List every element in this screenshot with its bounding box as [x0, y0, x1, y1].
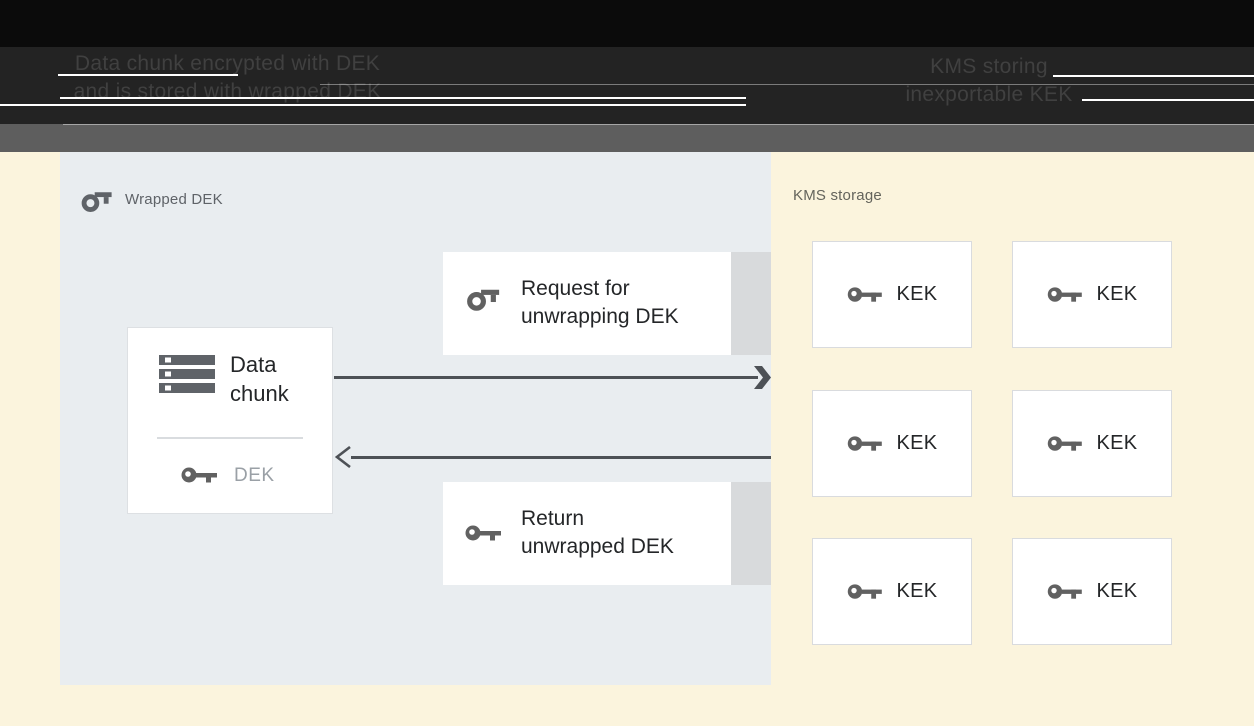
caption-kms: KMS storing inexportable KEK: [849, 53, 1129, 109]
kek-box: KEK: [812, 538, 972, 645]
request-arrow-line: [334, 376, 758, 379]
hairline: [60, 97, 746, 99]
data-chunk-divider: [157, 437, 303, 439]
key-solid-icon: [181, 467, 217, 483]
kek-label: KEK: [896, 283, 938, 305]
data-chunk-title-line2: chunk: [230, 381, 289, 406]
caption-data-chunk-line2: and is stored with wrapped DEK: [73, 80, 382, 103]
caption-kms-line1: KMS storing: [930, 55, 1048, 78]
key-solid-icon: [847, 436, 882, 451]
kek-label: KEK: [896, 580, 938, 602]
return-line1: Return: [521, 507, 585, 530]
wrapped-dek-header: Wrapped DEK: [80, 183, 223, 215]
return-box-shadow: [731, 482, 771, 585]
caption-data-chunk-line1: Data chunk encrypted with DEK: [74, 52, 381, 75]
hairline: [58, 74, 238, 76]
kek-label: KEK: [1096, 580, 1138, 602]
key-solid-icon: [847, 584, 882, 599]
hairline: [0, 104, 746, 106]
kek-box: KEK: [1012, 390, 1172, 497]
dek-label: DEK: [234, 465, 275, 486]
kms-storage-label: KMS storage: [793, 187, 882, 204]
return-unwrapped-text: Return unwrapped DEK: [521, 505, 674, 561]
key-solid-icon: [1047, 436, 1082, 451]
divider-band: [0, 124, 1254, 152]
return-unwrapped-box: Return unwrapped DEK: [443, 482, 731, 585]
data-chunk-title: Data chunk: [230, 350, 289, 408]
top-caption-band-upper: [0, 0, 1254, 47]
key-solid-icon: [465, 525, 501, 541]
return-line2: unwrapped DEK: [521, 535, 674, 558]
return-arrowhead-icon: [335, 446, 351, 468]
kek-box: KEK: [812, 390, 972, 497]
kek-label: KEK: [1096, 432, 1138, 454]
hairline: [1053, 75, 1254, 77]
request-unwrap-box: Request for unwrapping DEK: [443, 252, 731, 355]
request-line2: unwrapping DEK: [521, 305, 679, 328]
kek-box: KEK: [1012, 538, 1172, 645]
caption-kms-line2: inexportable KEK: [905, 83, 1073, 106]
hairline: [320, 84, 1254, 85]
key-solid-icon: [1047, 584, 1082, 599]
kek-label: KEK: [1096, 283, 1138, 305]
data-chunk-title-line1: Data: [230, 352, 277, 377]
key-outline-icon: [81, 191, 112, 212]
kek-label: KEK: [896, 432, 938, 454]
data-stack-icon: [159, 355, 215, 393]
key-outline-icon: [467, 289, 500, 311]
hairline: [1082, 99, 1254, 101]
kek-box: KEK: [812, 241, 972, 348]
key-solid-icon: [1047, 287, 1082, 302]
request-box-shadow: [731, 252, 771, 355]
request-line1: Request for: [521, 277, 630, 300]
return-arrow-line: [351, 456, 771, 459]
wrapped-dek-label: Wrapped DEK: [125, 190, 223, 208]
data-chunk-box: Data chunk DEK: [127, 327, 333, 514]
divider-band-highlight: [63, 124, 1254, 125]
kek-box: KEK: [1012, 241, 1172, 348]
request-unwrap-text: Request for unwrapping DEK: [521, 275, 679, 331]
key-solid-icon: [847, 287, 882, 302]
request-arrowhead-icon: [754, 366, 771, 389]
